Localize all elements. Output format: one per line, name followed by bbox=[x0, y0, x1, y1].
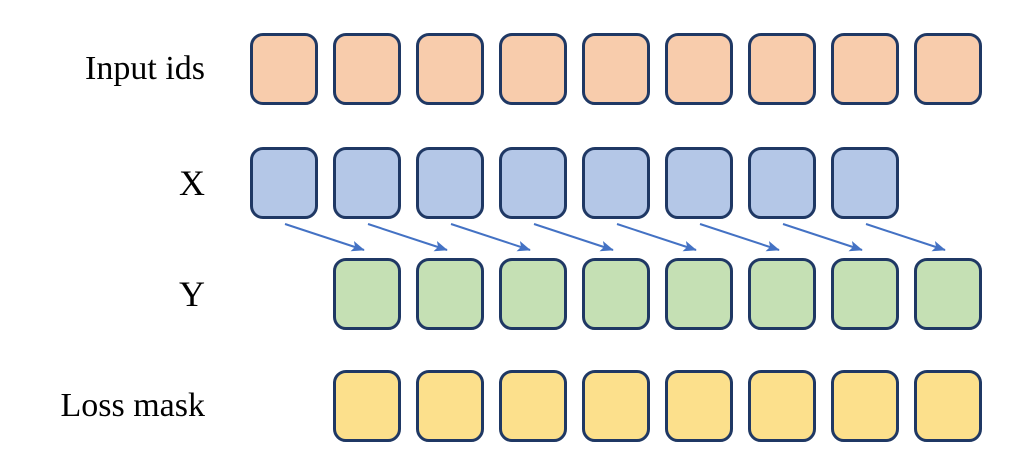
cell-group-y bbox=[250, 258, 997, 330]
shift-arrow-3-to-4 bbox=[450, 223, 531, 252]
row-loss-mask: Loss mask bbox=[0, 370, 1030, 442]
cell-x-2 bbox=[333, 147, 401, 219]
cell-y-1-empty bbox=[250, 258, 318, 330]
cell-input-ids-9 bbox=[914, 33, 982, 105]
row-input-ids: Input ids bbox=[0, 33, 1030, 105]
cell-input-ids-6 bbox=[665, 33, 733, 105]
cell-loss-mask-8 bbox=[831, 370, 899, 442]
shift-arrow-1-to-2 bbox=[284, 223, 365, 252]
cell-loss-mask-2 bbox=[333, 370, 401, 442]
cell-loss-mask-6 bbox=[665, 370, 733, 442]
shift-arrow-5-to-6 bbox=[616, 223, 697, 252]
cell-x-1 bbox=[250, 147, 318, 219]
cell-input-ids-7 bbox=[748, 33, 816, 105]
cell-y-5 bbox=[582, 258, 650, 330]
cell-y-8 bbox=[831, 258, 899, 330]
cell-input-ids-3 bbox=[416, 33, 484, 105]
cell-x-9-empty bbox=[914, 147, 982, 219]
cell-y-2 bbox=[333, 258, 401, 330]
cell-x-6 bbox=[665, 147, 733, 219]
cell-input-ids-2 bbox=[333, 33, 401, 105]
cell-x-7 bbox=[748, 147, 816, 219]
row-label-y: Y bbox=[179, 274, 205, 314]
cell-input-ids-5 bbox=[582, 33, 650, 105]
cell-loss-mask-1-empty bbox=[250, 370, 318, 442]
row-label-x: X bbox=[179, 163, 205, 203]
cell-x-4 bbox=[499, 147, 567, 219]
cell-input-ids-8 bbox=[831, 33, 899, 105]
cell-y-9 bbox=[914, 258, 982, 330]
cell-y-6 bbox=[665, 258, 733, 330]
row-label-loss-mask: Loss mask bbox=[60, 387, 206, 424]
cell-y-7 bbox=[748, 258, 816, 330]
cell-y-3 bbox=[416, 258, 484, 330]
cell-group-input-ids bbox=[250, 33, 997, 105]
cell-loss-mask-9 bbox=[914, 370, 982, 442]
shift-arrow-2-to-3 bbox=[367, 223, 448, 252]
shift-arrow-4-to-5 bbox=[533, 223, 614, 252]
cell-input-ids-4 bbox=[499, 33, 567, 105]
cell-loss-mask-7 bbox=[748, 370, 816, 442]
cell-input-ids-1 bbox=[250, 33, 318, 105]
row-y: Y bbox=[0, 258, 1030, 330]
cell-y-4 bbox=[499, 258, 567, 330]
cell-group-loss-mask bbox=[250, 370, 997, 442]
cell-x-8 bbox=[831, 147, 899, 219]
cell-x-3 bbox=[416, 147, 484, 219]
shift-arrow-8-to-9 bbox=[865, 223, 946, 252]
cell-x-5 bbox=[582, 147, 650, 219]
cell-loss-mask-4 bbox=[499, 370, 567, 442]
shift-arrow-6-to-7 bbox=[699, 223, 780, 252]
cell-loss-mask-5 bbox=[582, 370, 650, 442]
cell-loss-mask-3 bbox=[416, 370, 484, 442]
shift-arrow-7-to-8 bbox=[782, 223, 863, 252]
row-label-input-ids: Input ids bbox=[85, 50, 205, 87]
cell-group-x bbox=[250, 147, 997, 219]
row-x: X bbox=[0, 147, 1030, 219]
